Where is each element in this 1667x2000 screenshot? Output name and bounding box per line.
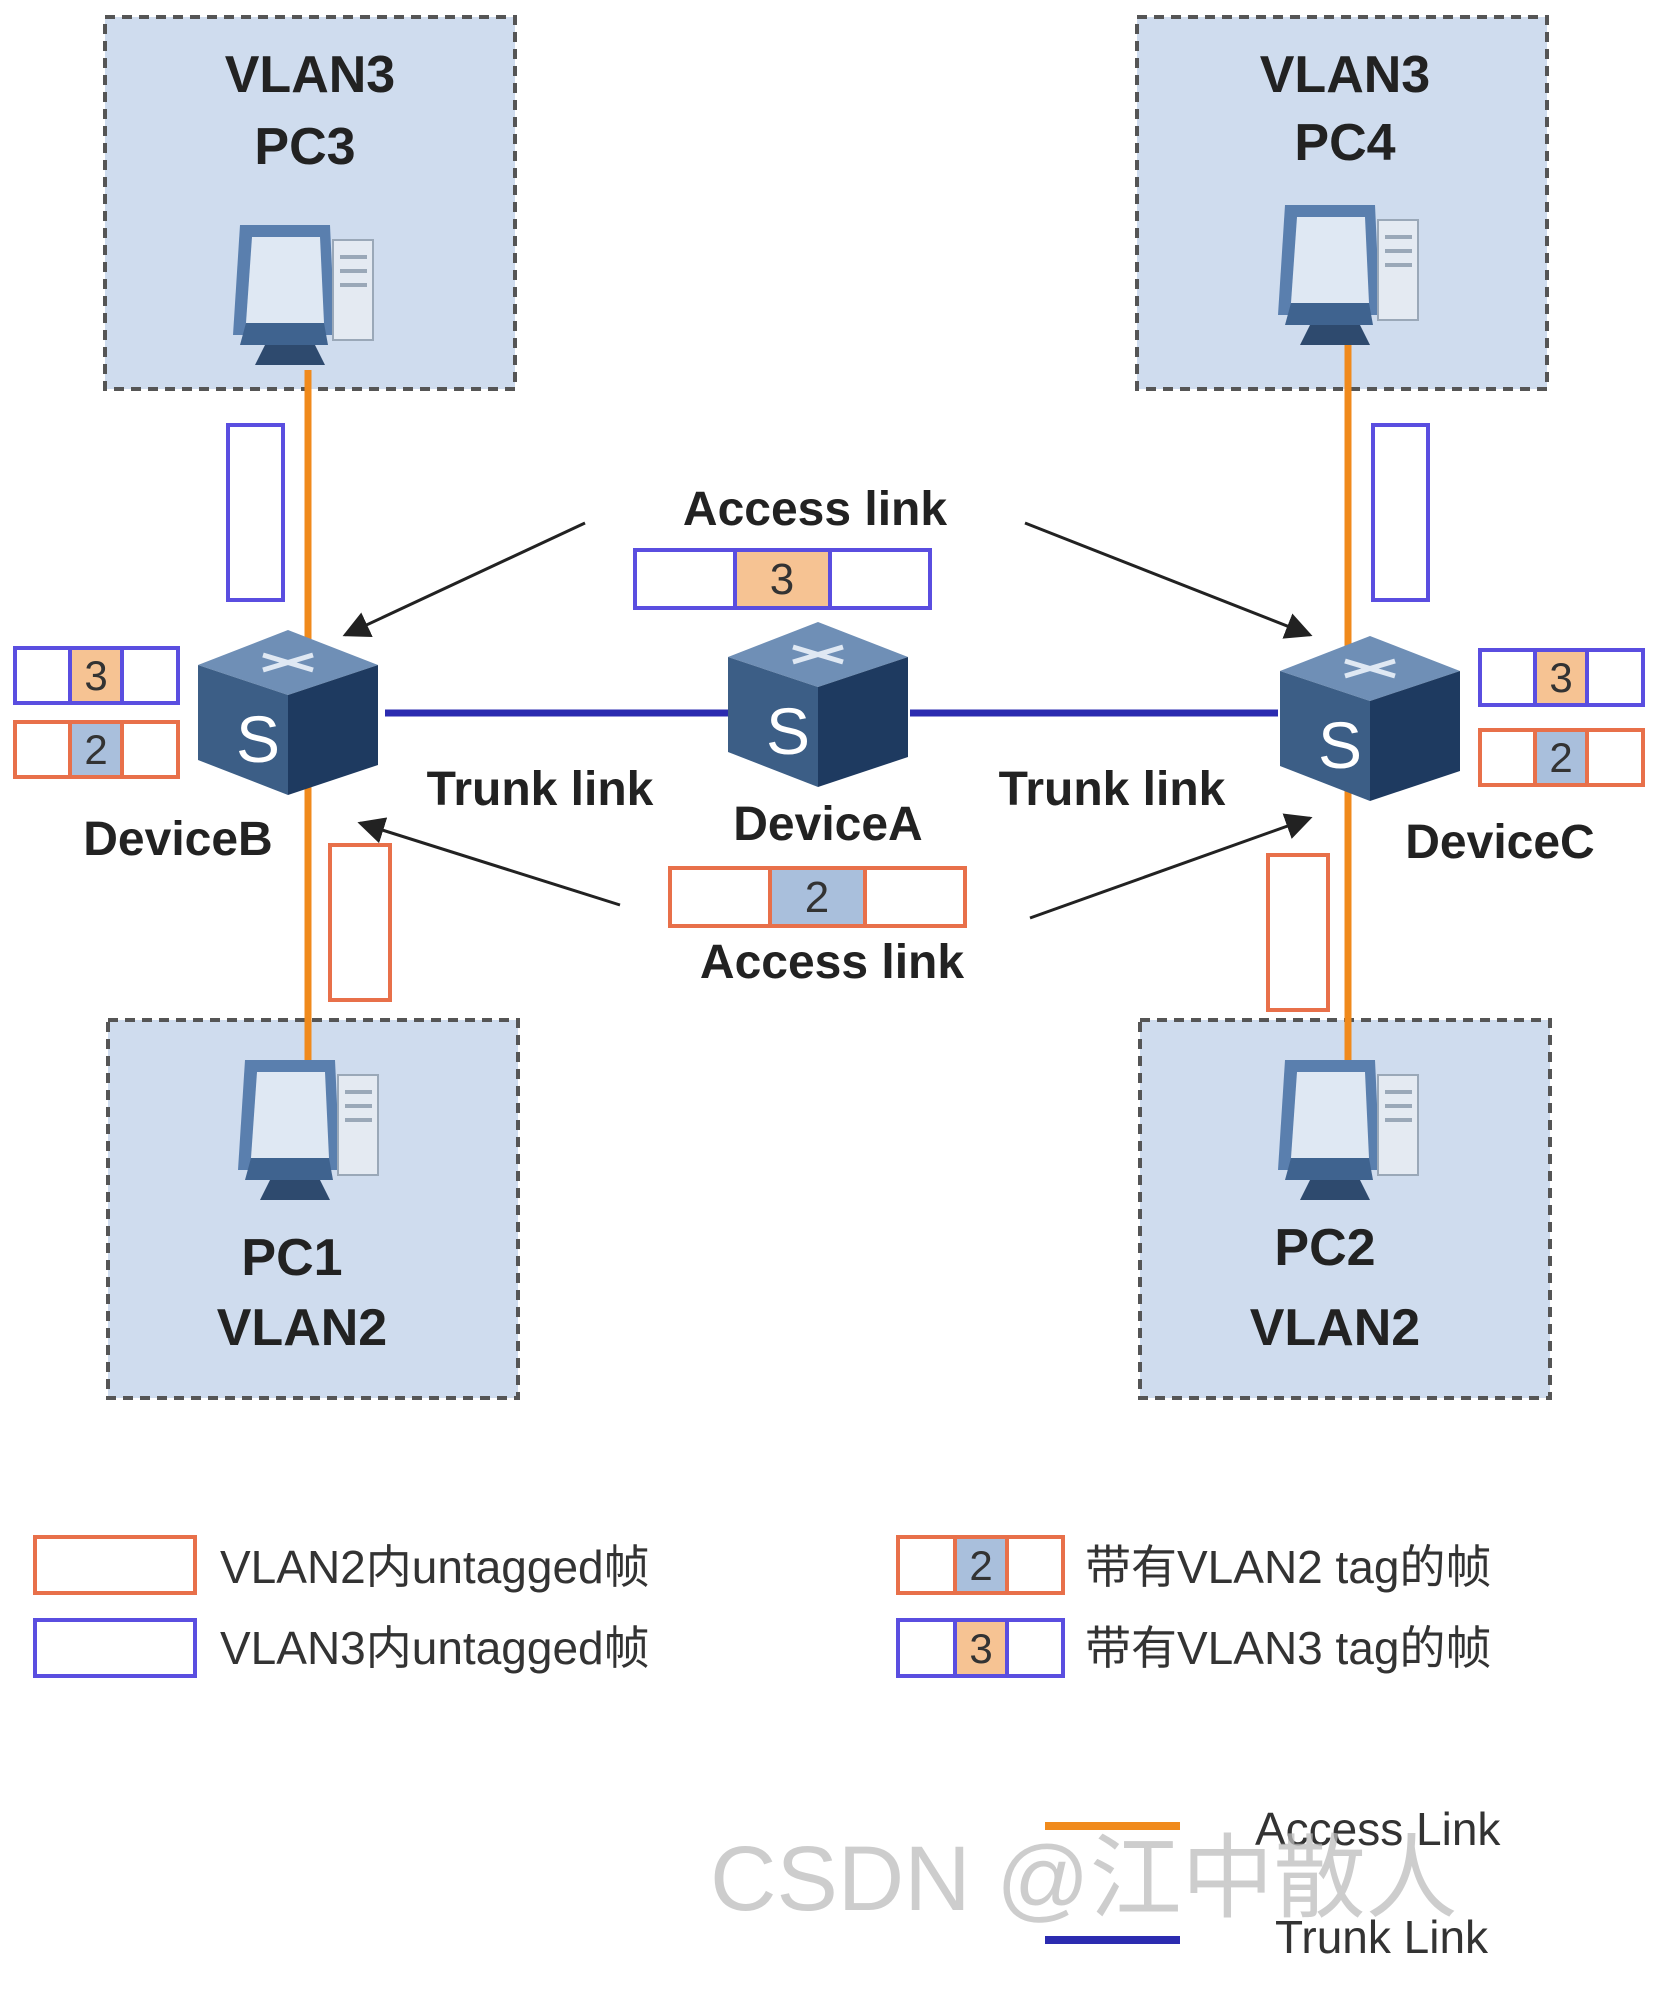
vlan3-tag-value: 3 [1549,654,1572,701]
arrow-access-to-deviceb-top [342,521,586,637]
vlan2-tag-value: 2 [84,726,107,773]
switch-icon [1280,636,1460,801]
watermark: CSDN @江中散人 [710,1828,1458,1930]
vlan2-tagged-frame: 2 [1478,728,1645,787]
devicec-label: DeviceC [1405,816,1594,869]
pc4-vlan-label: VLAN3 [1260,46,1430,104]
pc2-name-label: PC2 [1274,1219,1375,1277]
legend-vlan3-tag-value: 3 [969,1625,992,1672]
vlan2-tagged-frame: 2 [668,866,967,928]
vlan3-untagged-frame [226,423,285,602]
vlan2-tagged-frame: 2 [13,720,180,779]
switch-icon [198,630,378,795]
pc4-name-label: PC4 [1294,114,1395,172]
legend-vlan3-untagged-swatch [33,1618,197,1678]
arrow-access-to-devicec-bottom [1029,813,1313,920]
devicec-switch: S [1280,636,1460,801]
trunk-link-label-right: Trunk link [999,763,1226,816]
pc3-vlan-label: VLAN3 [225,46,395,104]
deviceb-switch-symbol: S [236,702,280,776]
devicea-label: DeviceA [733,798,922,851]
legend-vlan2-untagged-label: VLAN2内untagged帧 [220,1541,650,1593]
devicea-switch-symbol: S [766,694,810,768]
vlan3-untagged-frame [1371,423,1430,602]
vlan2-tag-value: 2 [1549,734,1572,781]
pc1-vlan-label: VLAN2 [217,1299,387,1357]
legend-vlan2-tagged-label: 带有VLAN2 tag的帧 [1085,1541,1491,1593]
devicec-switch-symbol: S [1318,708,1362,782]
legend-trunk-link-label: Trunk Link [1275,1911,1489,1963]
legend-vlan3-untagged-label: VLAN3内untagged帧 [220,1622,650,1674]
vlan3-tag-value: 3 [84,652,107,699]
pc3-name-label: PC3 [254,118,355,176]
switch-icon [728,622,908,787]
legend-vlan2-untagged-swatch [33,1535,197,1595]
legend-vlan3-tagged-swatch: 3 [896,1618,1065,1678]
vlan3-tagged-frame: 3 [633,548,932,610]
pc1-name-label: PC1 [241,1229,342,1287]
arrow-access-to-devicec-top [1024,521,1313,639]
deviceb-switch: S [198,630,378,795]
vlan2-untagged-frame [328,843,392,1002]
access-link-label-bottom: Access link [700,936,964,989]
legend: VLAN2内untagged帧 VLAN3内untagged帧 2 带有VLAN… [33,1535,1501,1963]
vlan2-tag-value: 2 [805,873,829,922]
legend-access-link-label: Access Link [1255,1803,1501,1855]
pc2-vlan-label: VLAN2 [1250,1299,1420,1357]
legend-vlan2-tag-value: 2 [969,1542,992,1589]
vlan3-tagged-frame: 3 [13,646,180,705]
arrow-access-to-deviceb-bottom [357,817,621,907]
access-link-label-top: Access link [683,483,947,536]
vlan2-untagged-frame [1266,853,1330,1012]
trunk-link-label-left: Trunk link [427,763,654,816]
deviceb-label: DeviceB [83,813,272,866]
legend-vlan3-tagged-label: 带有VLAN3 tag的帧 [1085,1622,1491,1674]
devicea-switch: S [728,622,908,787]
legend-vlan2-tagged-swatch: 2 [896,1535,1065,1595]
vlan3-tagged-frame: 3 [1478,648,1645,707]
vlan3-tag-value: 3 [770,555,794,604]
